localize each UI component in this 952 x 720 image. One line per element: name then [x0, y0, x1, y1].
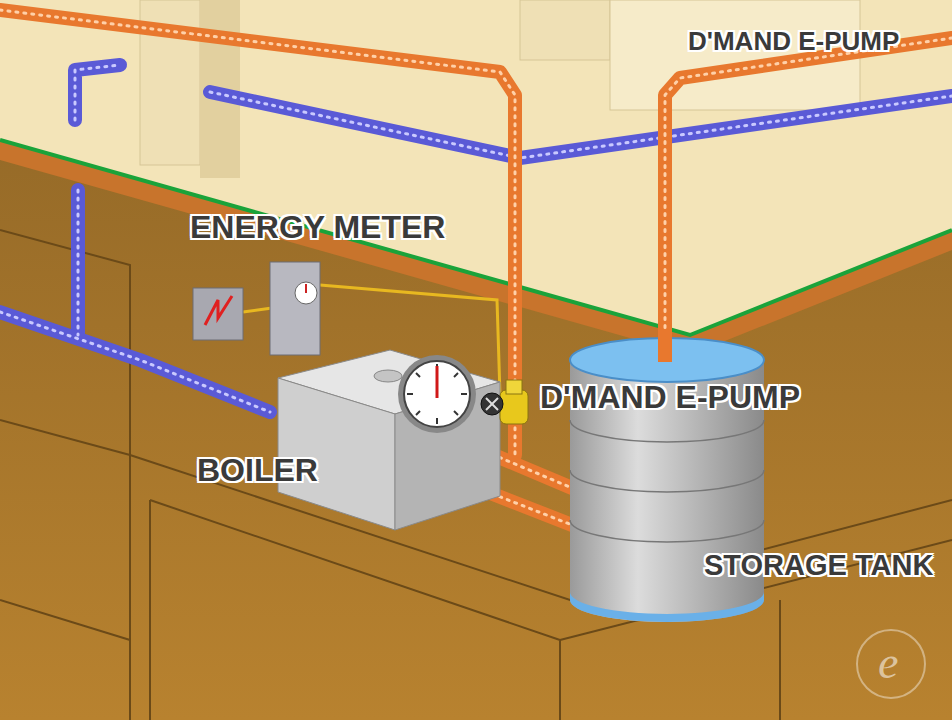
cold-pipes — [0, 65, 952, 412]
wall — [520, 0, 610, 60]
floor-edge — [0, 140, 952, 355]
pump — [481, 380, 528, 424]
tank-label: STORAGE TANK — [704, 551, 933, 580]
watermark: e — [878, 640, 898, 686]
pump-label: D'MAND E-PUMP — [540, 381, 800, 413]
boiler — [278, 350, 500, 530]
meter-label: ENERGY METER — [190, 211, 445, 243]
boiler-label: BOILER — [197, 454, 318, 486]
pump-label: D'MAND E-PUMP — [688, 28, 899, 54]
floor-green-line — [0, 140, 952, 335]
gauge-dial — [398, 355, 476, 433]
watermark-ring — [857, 630, 925, 698]
